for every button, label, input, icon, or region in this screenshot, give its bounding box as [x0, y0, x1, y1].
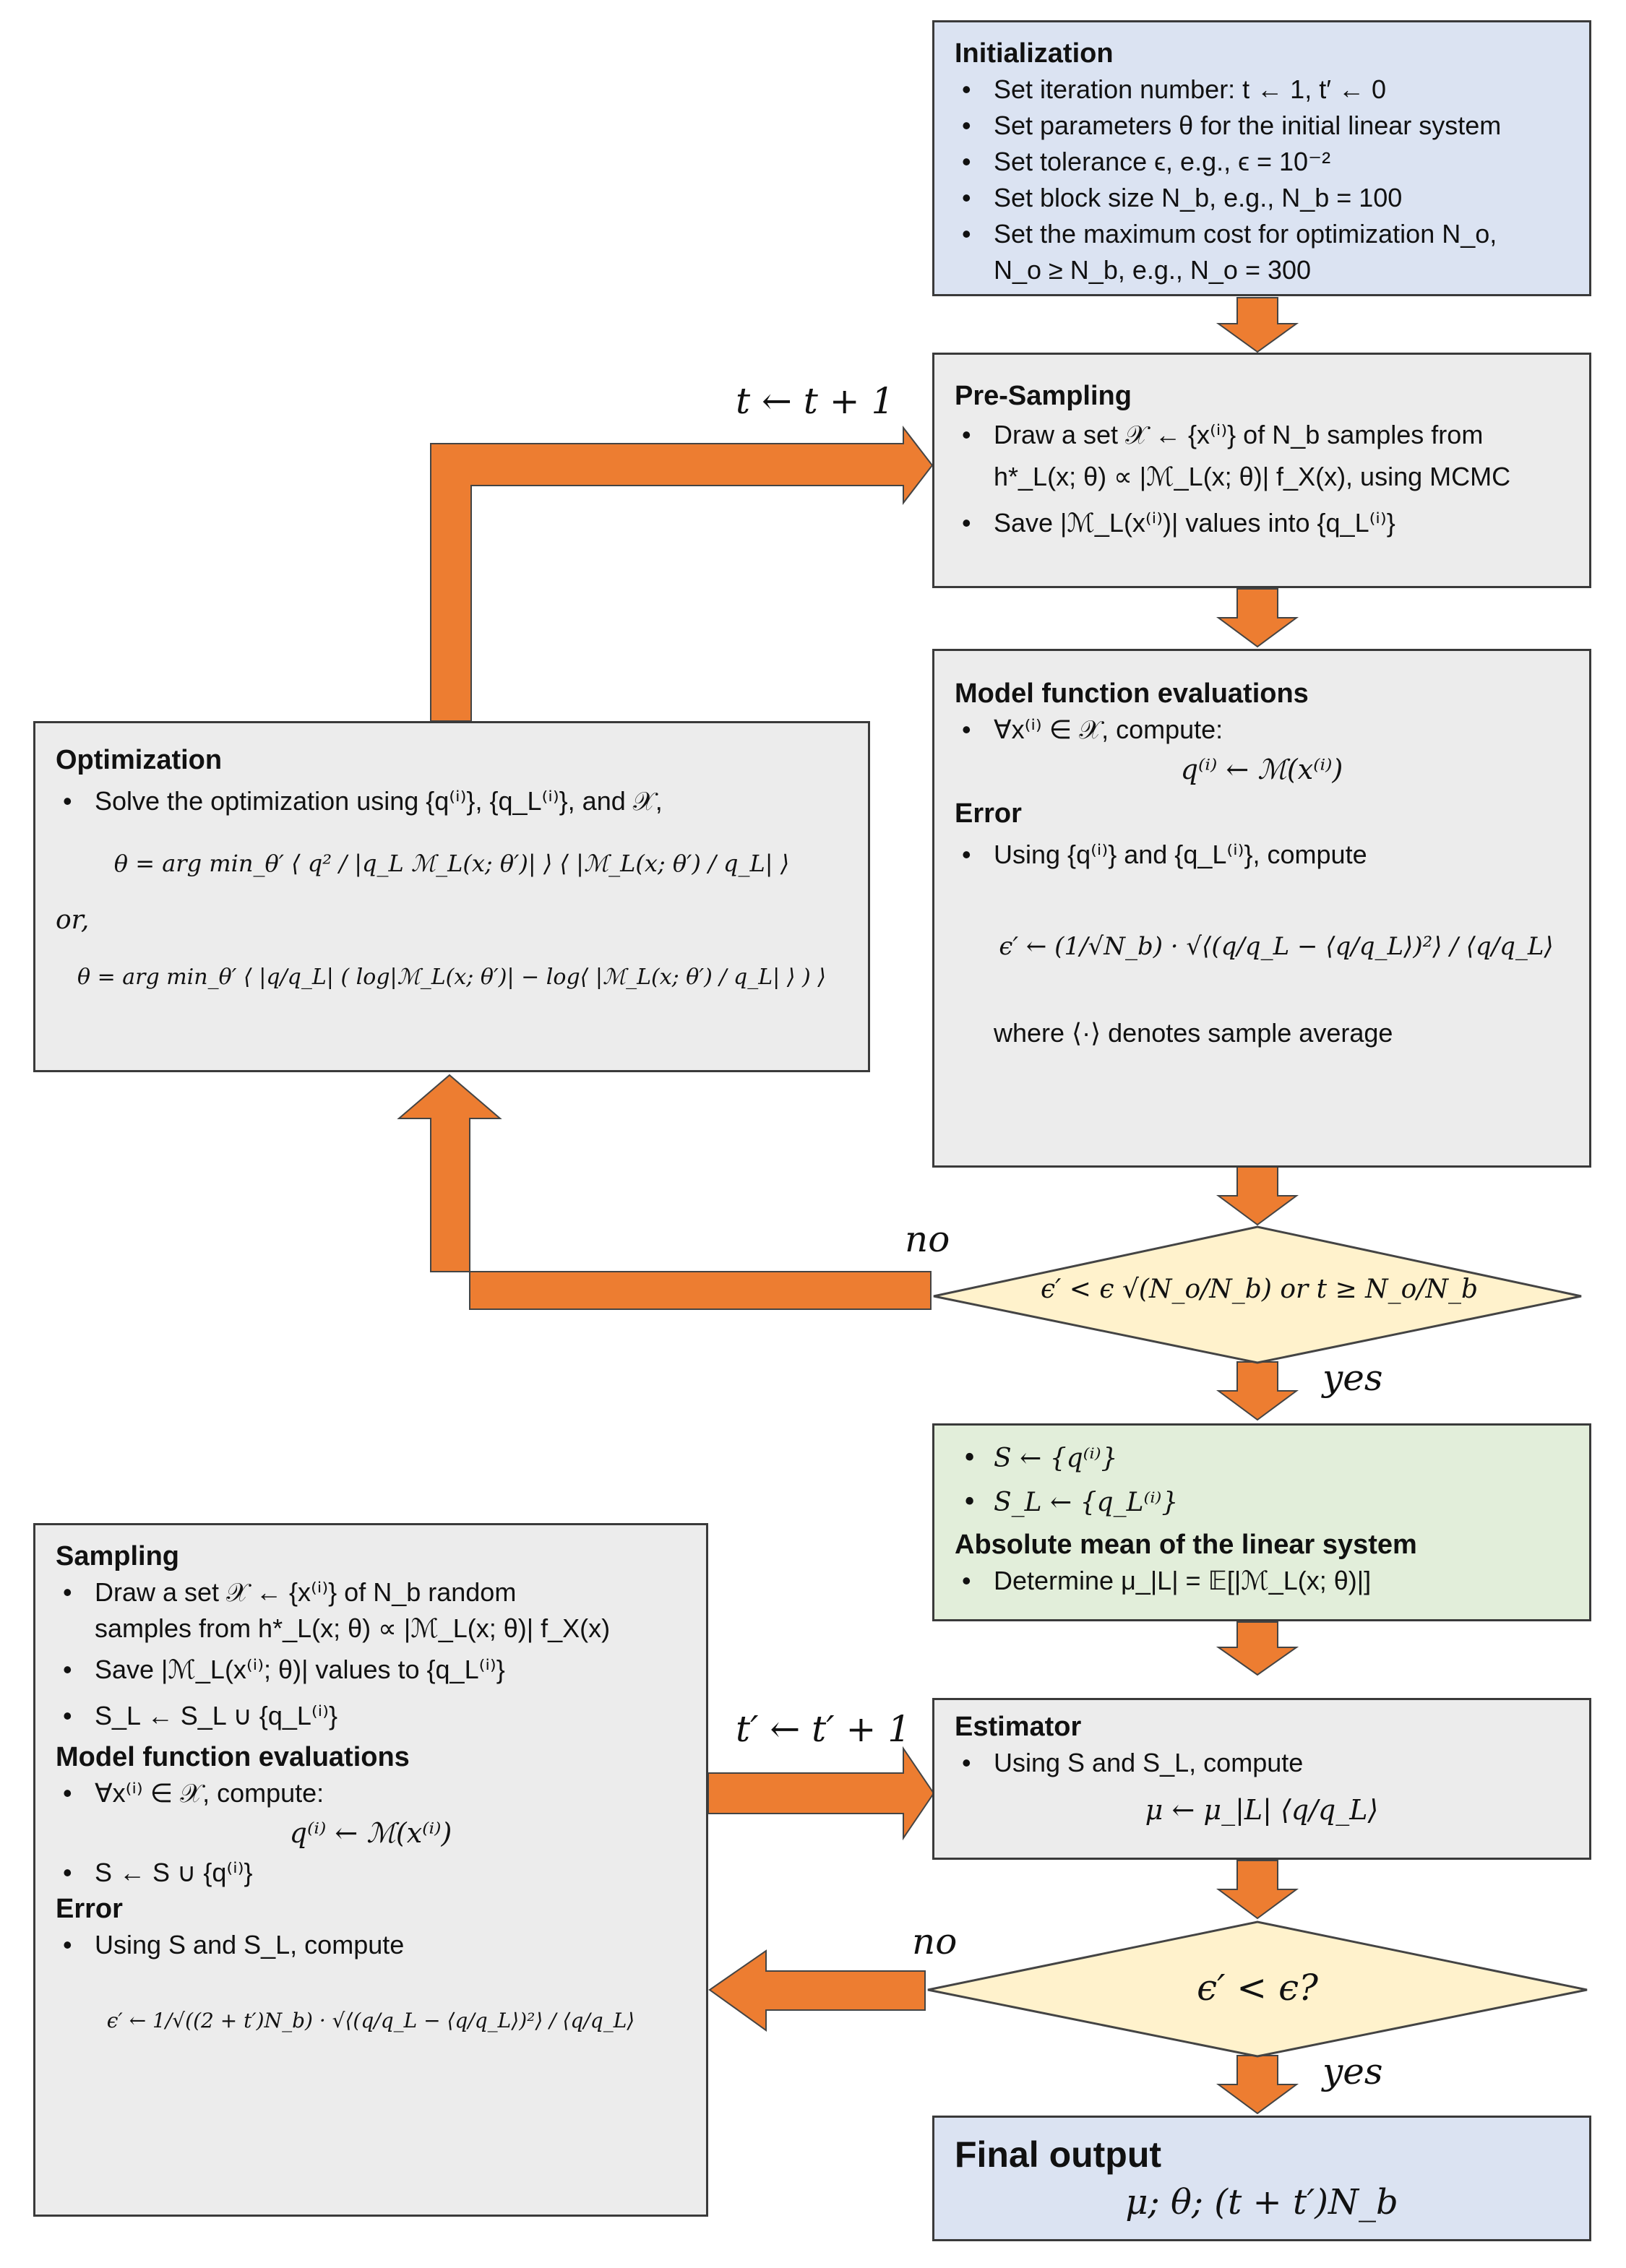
- sampling-item-continuation: samples from h*_L(x; θ) ∝ |ℳ_L(x; θ)| f_…: [95, 1613, 611, 1643]
- sampling-model-title: Model function evaluations: [56, 1742, 410, 1772]
- error-equation: ϵ′ ← (1/√N_b) · √⟨(q/q_L − ⟨q/q_L⟩)²⟩ / …: [999, 932, 1554, 961]
- init-item: Set iteration number: t ← 1, t′ ← 0: [955, 72, 1569, 108]
- arrow-presampling-to-model: [1216, 588, 1299, 648]
- decision2-no-label: no: [912, 1920, 958, 1962]
- arrow-decision1-no-to-optimization: [397, 1074, 932, 1310]
- error-item: Using {q⁽ⁱ⁾} and {q_L⁽ⁱ⁾}, compute: [955, 832, 1569, 878]
- decision2-text: ϵ′ < ϵ?: [1197, 1967, 1318, 2009]
- error-note: where ⟨·⟩ denotes sample average: [994, 1018, 1393, 1048]
- model-evaluation-title: Model function evaluations: [955, 678, 1309, 709]
- sampling-title: Sampling: [56, 1541, 180, 1571]
- final-output-box: Final output μ; θ; (t + t′)N_b: [932, 2116, 1591, 2241]
- initialization-box: Initialization Set iteration number: t ←…: [932, 20, 1591, 296]
- optimization-equation-2: θ = arg min_θ′ ⟨ |q/q_L| ( log|ℳ_L(x; θ′…: [77, 965, 826, 990]
- result-item: S ← {q⁽ⁱ⁾}: [955, 1439, 1569, 1479]
- presampling-title: Pre-Sampling: [955, 381, 1132, 411]
- optimization-box: Optimization Solve the optimization usin…: [33, 721, 870, 1072]
- arrow-decision2-no-to-sampling: [708, 1949, 926, 2032]
- model-evaluation-box: Model function evaluations ∀x⁽ⁱ⁾ ∈ 𝒳, co…: [932, 649, 1591, 1168]
- presampling-item: Save |ℳ_L(x⁽ⁱ⁾)| values into {q_L⁽ⁱ⁾}: [955, 498, 1569, 548]
- estimator-box: Estimator Using S and S_L, compute μ ← μ…: [932, 1698, 1591, 1860]
- initialization-title: Initialization: [955, 38, 1114, 69]
- arrow-result-to-estimator: [1216, 1621, 1299, 1676]
- loop-label-tprime: t′ ← t′ + 1: [736, 1708, 911, 1750]
- sampling-error-title: Error: [56, 1894, 123, 1924]
- result-item: S_L ← {q_L⁽ⁱ⁾}: [955, 1479, 1569, 1527]
- optimization-or: or,: [56, 905, 90, 935]
- decision1-diamond: [933, 1225, 1582, 1364]
- result-item: Determine μ_|L| = 𝔼[|ℳ_L(x; θ)|]: [955, 1563, 1569, 1599]
- estimator-title: Estimator: [955, 1712, 1082, 1742]
- presampling-box: Pre-Sampling Draw a set 𝒳 ← {x⁽ⁱ⁾} of N_…: [932, 353, 1591, 588]
- sampling-error-equation: ϵ′ ← 1/√((2 + t′)N_b) · √⟨(q/q_L − ⟨q/q_…: [106, 2009, 635, 2032]
- estimator-item: Using S and S_L, compute: [955, 1745, 1569, 1781]
- error-title: Error: [955, 798, 1022, 829]
- init-item: Set block size N_b, e.g., N_b = 100: [955, 180, 1569, 216]
- sampling-item: S ← S ∪ {q⁽ⁱ⁾}: [56, 1855, 686, 1891]
- estimator-equation: μ ← μ_|L| ⟨q/q_L⟩: [1145, 1794, 1379, 1826]
- model-evaluation-equation: q⁽ⁱ⁾ ← ℳ(x⁽ⁱ⁾): [1180, 754, 1343, 785]
- sampling-item: S_L ← S_L ∪ {q_L⁽ⁱ⁾}: [56, 1693, 686, 1739]
- sampling-box: Sampling Draw a set 𝒳 ← {x⁽ⁱ⁾} of N_b ra…: [33, 1523, 708, 2217]
- arrow-estimator-to-decision2: [1216, 1860, 1299, 1920]
- absolute-mean-title: Absolute mean of the linear system: [955, 1530, 1417, 1560]
- sampling-model-equation: q⁽ⁱ⁾ ← ℳ(x⁽ⁱ⁾): [289, 1817, 452, 1849]
- init-item: Set the maximum cost for optimization N_…: [955, 216, 1569, 252]
- decision1-yes-label: yes: [1322, 1357, 1383, 1399]
- final-output-title: Final output: [955, 2134, 1162, 2175]
- absolute-mean-box: S ← {q⁽ⁱ⁾} S_L ← {q_L⁽ⁱ⁾} Absolute mean …: [932, 1423, 1591, 1621]
- presampling-item-continuation: h*_L(x; θ) ∝ |ℳ_L(x; θ)| f_X(x), using M…: [994, 462, 1511, 491]
- init-item: Set parameters θ for the initial linear …: [955, 108, 1569, 144]
- model-evaluation-item: ∀x⁽ⁱ⁾ ∈ 𝒳, compute:: [955, 712, 1569, 748]
- arrow-init-to-presampling: [1216, 297, 1299, 353]
- init-item: Set tolerance ϵ, e.g., ϵ = 10⁻²: [955, 144, 1569, 180]
- arrow-optimization-up: [430, 426, 934, 722]
- init-item-continuation: N_o ≥ N_b, e.g., N_o = 300: [994, 255, 1312, 285]
- optimization-title: Optimization: [56, 745, 223, 775]
- decision2-yes-label: yes: [1322, 2051, 1383, 2092]
- decision1-no-label: no: [905, 1218, 950, 1260]
- optimization-item: Solve the optimization using {q⁽ⁱ⁾}, {q_…: [56, 778, 848, 824]
- optimization-equation-1: θ = arg min_θ′ ⟨ q² / |q_L ℳ_L(x; θ′)| ⟩…: [113, 850, 790, 877]
- presampling-item: Draw a set 𝒳 ← {x⁽ⁱ⁾} of N_b samples fro…: [955, 414, 1569, 456]
- sampling-item: Save |ℳ_L(x⁽ⁱ⁾; θ)| values to {q_L⁽ⁱ⁾}: [56, 1647, 686, 1693]
- arrow-decision-to-result: [1216, 1361, 1299, 1421]
- sampling-item: ∀x⁽ⁱ⁾ ∈ 𝒳, compute:: [56, 1775, 686, 1811]
- loop-label-t: t ← t + 1: [736, 380, 895, 422]
- arrow-sampling-to-estimator: [707, 1746, 935, 1841]
- decision2-diamond: [927, 1920, 1588, 2058]
- sampling-item: Draw a set 𝒳 ← {x⁽ⁱ⁾} of N_b random: [56, 1574, 686, 1611]
- sampling-item: Using S and S_L, compute: [56, 1927, 686, 1963]
- final-output-equation: μ; θ; (t + t′)N_b: [1125, 2182, 1398, 2222]
- arrow-decision2-to-final: [1216, 2055, 1299, 2115]
- arrow-model-to-decision: [1216, 1166, 1299, 1226]
- decision1-text: ϵ′ < ϵ √(N_o/N_b) or t ≥ N_o/N_b: [1041, 1275, 1479, 1304]
